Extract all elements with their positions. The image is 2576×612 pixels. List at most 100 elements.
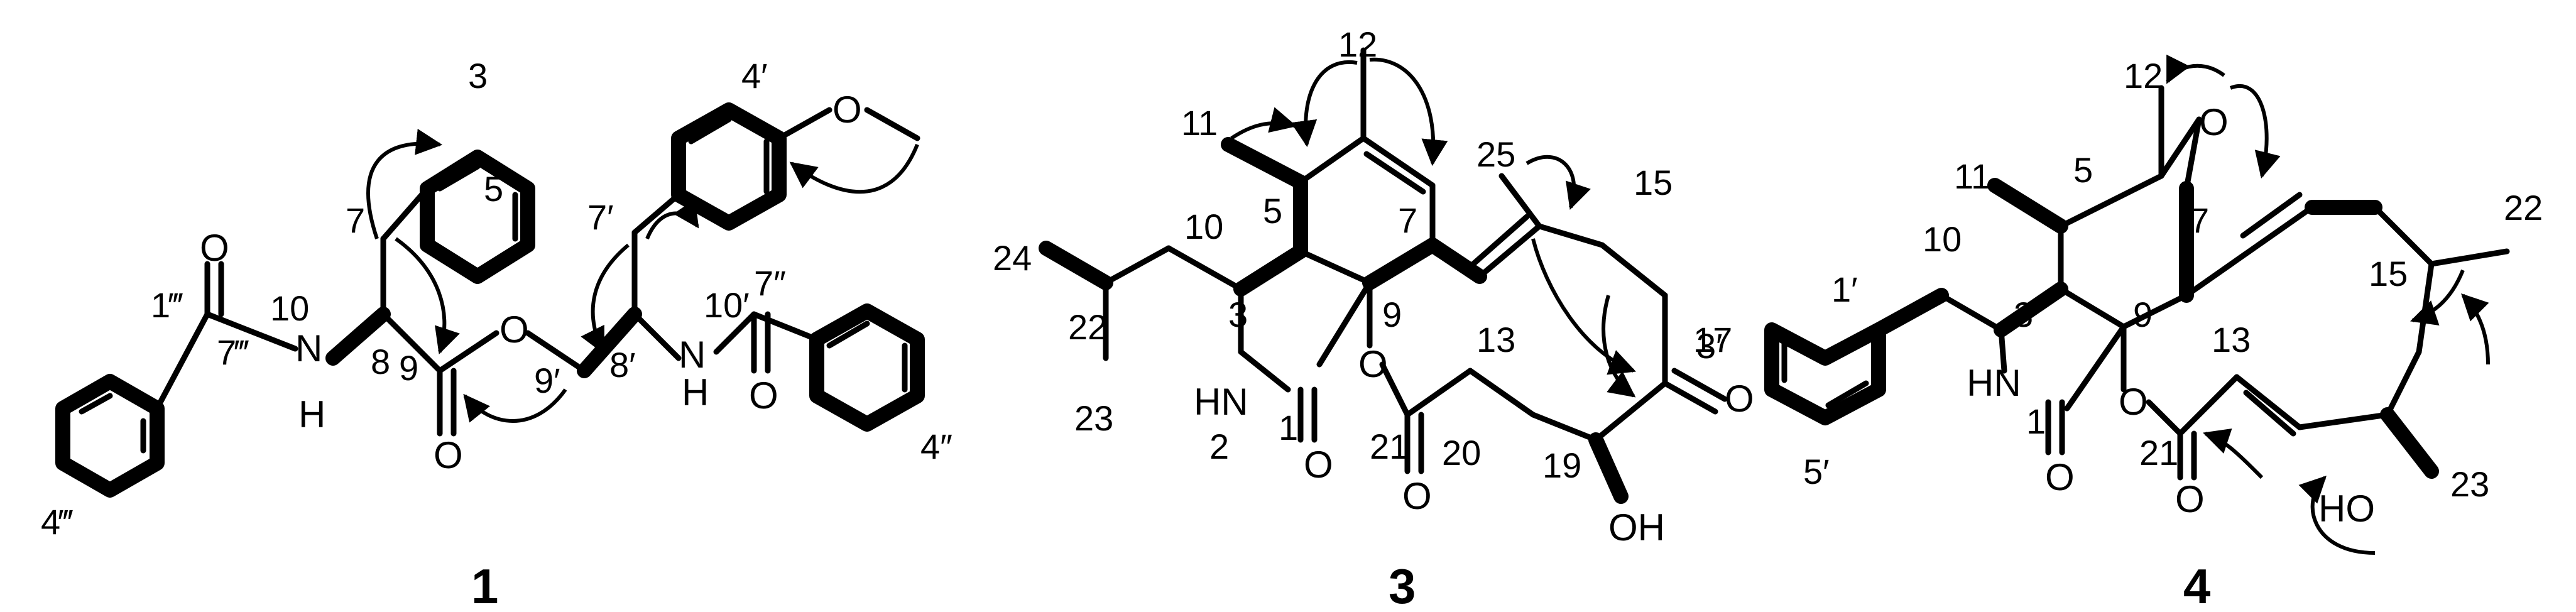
position-number: 7 <box>2190 200 2209 240</box>
correlation-arrow <box>395 237 460 354</box>
atom-label: H <box>682 371 709 413</box>
position-number: 1 <box>1279 408 1298 447</box>
correlation-arrow <box>366 128 443 239</box>
atom-label: O <box>1304 444 1333 486</box>
compound-4-structure <box>1764 54 2510 555</box>
position-number: 1 <box>2026 402 2046 441</box>
position-number: 4‴ <box>41 502 73 542</box>
position-number: 1′ <box>1831 270 1858 309</box>
atom-label: H <box>298 393 325 435</box>
atom-label: O <box>200 227 229 269</box>
position-number: 15 <box>2369 254 2408 293</box>
correlation-arrow <box>2166 54 2225 84</box>
atom-label: O <box>499 309 529 351</box>
correlation-arrow <box>789 143 919 194</box>
compound-4-phenyl-ring <box>1764 322 1886 425</box>
position-number: 13 <box>1476 320 1515 359</box>
atom-label: O <box>832 89 862 131</box>
atom-label: HN <box>1194 381 1248 423</box>
position-number: 3 <box>468 56 488 96</box>
atom-label: O <box>2045 456 2075 498</box>
position-number: 5 <box>484 169 503 209</box>
position-number: 7 <box>346 200 365 240</box>
compound-1-structure <box>55 102 925 498</box>
position-number: 9 <box>2133 295 2153 334</box>
correlation-arrow <box>2229 84 2281 179</box>
correlation-arrow <box>1291 60 1358 148</box>
position-number: 10′ <box>704 285 750 325</box>
position-number: 3′ <box>1696 326 1723 366</box>
compound-label: 3 <box>1389 559 1416 612</box>
position-number: 21 <box>2139 433 2178 473</box>
position-number: 22 <box>2504 188 2543 227</box>
compound-label: 1 <box>471 559 498 612</box>
bond <box>154 311 210 412</box>
atom-label: O <box>2175 478 2205 520</box>
atom-label: O <box>749 374 778 417</box>
correlation-arrow <box>581 243 630 354</box>
correlation-arrow <box>1230 107 1297 140</box>
position-number: 11 <box>1954 156 1990 196</box>
position-number: 8 <box>371 342 390 381</box>
compound-3-structure <box>1039 47 1728 504</box>
position-number: 19 <box>1542 445 1581 485</box>
position-number: 24 <box>993 238 1032 278</box>
position-number: 4′ <box>741 56 768 96</box>
position-number: 9 <box>399 348 418 388</box>
position-number: 9′ <box>534 361 560 400</box>
position-number: 2 <box>1209 427 1229 466</box>
atom-label: N <box>679 334 706 376</box>
position-number: 7 <box>1398 200 1417 240</box>
correlation-arrow <box>645 199 699 240</box>
atom-label: HN <box>1967 362 2021 404</box>
atom-label: O <box>1725 378 1754 420</box>
position-number: 1‴ <box>151 285 183 325</box>
atom-label: O <box>434 434 463 476</box>
position-number: 12 <box>1338 25 1377 64</box>
atom-label: O <box>2119 381 2148 423</box>
position-number: 7‴ <box>217 332 249 372</box>
compound-1-ring-left <box>55 374 165 498</box>
atom-label: OH <box>1608 506 1665 549</box>
position-number: 5 <box>2073 150 2093 190</box>
position-number: 3 <box>2014 295 2033 334</box>
position-number: 25 <box>1476 134 1515 174</box>
position-number: 7′ <box>587 197 614 237</box>
position-number: 23 <box>1074 398 1113 438</box>
correlation-arrow <box>2298 476 2376 555</box>
position-number: 8′ <box>609 345 636 385</box>
position-number: 4″ <box>920 427 952 466</box>
atom-label: O <box>1358 343 1388 385</box>
position-number: 3 <box>1228 295 1248 334</box>
position-number: 15 <box>1634 163 1673 202</box>
correlation-arrow <box>2410 269 2465 325</box>
position-number: 12 <box>2124 56 2163 96</box>
position-number: 10 <box>1184 207 1223 246</box>
position-number: 5 <box>1263 191 1282 231</box>
position-number: 9 <box>1382 295 1402 334</box>
atom-label: O <box>1402 475 1432 517</box>
correlation-arrow <box>1602 295 1636 398</box>
compound-label: 4 <box>2183 559 2210 612</box>
position-number: 22 <box>1068 307 1107 347</box>
compound-1-ring-right <box>809 303 925 432</box>
position-number: 10 <box>1923 219 1962 259</box>
position-number: 7″ <box>754 263 786 303</box>
correlation-arrow <box>1525 155 1591 210</box>
compound-1-ring-methoxyphenyl <box>671 102 787 231</box>
position-number: 20 <box>1442 433 1481 473</box>
correlation-arrow <box>1531 238 1636 375</box>
correlation-arrow <box>2203 429 2264 479</box>
position-number: 23 <box>2450 464 2489 504</box>
position-number: 11 <box>1181 103 1218 143</box>
atom-label: N <box>295 327 322 369</box>
position-number: 21 <box>1370 427 1409 466</box>
atom-label: HO <box>2318 488 2375 530</box>
position-number: 10 <box>270 288 309 328</box>
correlation-arrow <box>463 388 567 423</box>
correlation-arrow <box>1369 57 1448 167</box>
atom-label: O <box>2199 101 2229 143</box>
correlation-arrow <box>2461 293 2490 365</box>
position-number: 5′ <box>1803 452 1830 491</box>
